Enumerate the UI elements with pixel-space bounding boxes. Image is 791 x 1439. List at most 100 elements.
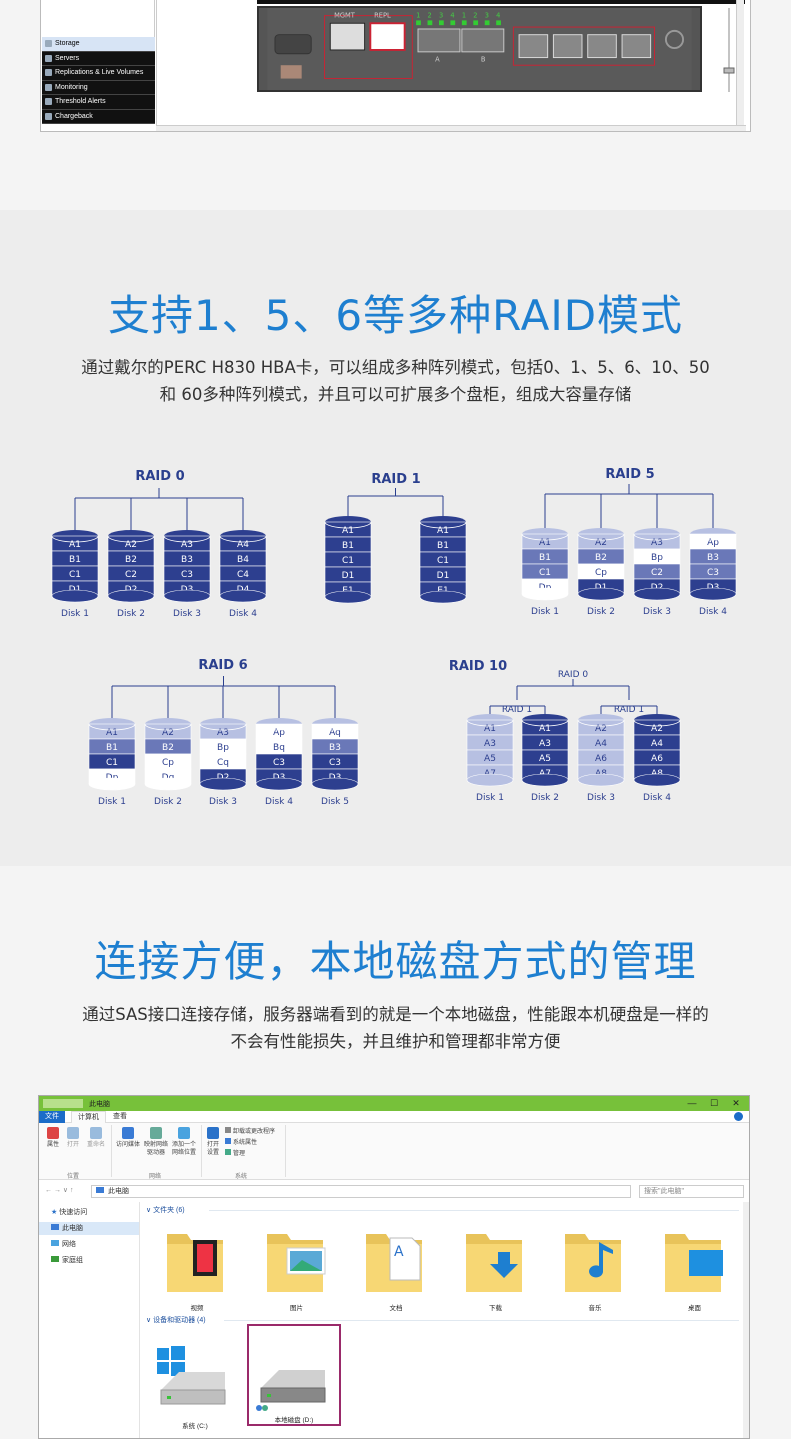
block-label: A3: [181, 540, 193, 550]
nav-item-storage[interactable]: Storage: [42, 37, 155, 52]
left-logo: [280, 65, 302, 79]
sidebar-item-this-pc[interactable]: 此电脑: [39, 1222, 139, 1235]
port-number: 3: [485, 12, 489, 20]
nav-item-chargeback[interactable]: Chargeback: [42, 109, 155, 124]
media-button[interactable]: 访问媒体: [115, 1127, 141, 1149]
map-drive-button[interactable]: 映射网络 驱动器: [143, 1127, 169, 1157]
sidebar-item-homegroup[interactable]: 家庭组: [39, 1254, 139, 1267]
content-scrollbar[interactable]: [743, 1202, 749, 1438]
replication-icon: [45, 69, 52, 77]
folder-film[interactable]: 视频: [157, 1220, 237, 1312]
folder-download[interactable]: 下载: [456, 1220, 536, 1312]
disk-label: Disk 3: [587, 793, 615, 803]
mgmt-port: [329, 22, 366, 51]
block-label: A1: [539, 538, 551, 548]
block-label: D1: [437, 571, 450, 581]
fc-port-3: [587, 34, 617, 59]
block-label: A2: [162, 728, 174, 738]
port-number: 1: [416, 12, 420, 20]
horizontal-scrollbar[interactable]: [156, 125, 746, 131]
rename-button[interactable]: 重命名: [85, 1127, 107, 1149]
raid0-title: RAID 0: [135, 469, 184, 484]
raid6-disk-bottom: [144, 777, 192, 791]
maximize-button[interactable]: ☐: [709, 1098, 719, 1108]
block-label: A2: [125, 540, 137, 550]
nav-item-threshold-alerts[interactable]: Threshold Alerts: [42, 95, 155, 110]
raid6-disk-rim: [144, 723, 192, 731]
zoom-slider[interactable]: [722, 8, 736, 92]
port-block: [324, 15, 413, 80]
block-label: A1: [484, 724, 496, 734]
help-icon[interactable]: [734, 1112, 743, 1121]
vertical-scrollbar[interactable]: [736, 0, 744, 125]
block-label: C1: [342, 556, 354, 566]
add-location-button[interactable]: 添加一个 网络位置: [171, 1127, 197, 1157]
drive-d[interactable]: 本地磁盘 (D:): [247, 1324, 341, 1426]
nav-arrows[interactable]: ← → ∨ ↑: [45, 1187, 74, 1194]
nav-item-replications-live-volumes[interactable]: Replications & Live Volumes: [42, 66, 155, 81]
quick-access-toolbar[interactable]: [43, 1099, 83, 1108]
block-label: A1: [437, 526, 449, 536]
block-label: A3: [651, 538, 663, 548]
folder-photo[interactable]: 图片: [257, 1220, 337, 1312]
sidebar-item-quick-access[interactable]: ★ 快速访问: [51, 1209, 88, 1216]
left-slot: [274, 34, 312, 55]
manage-link[interactable]: 管理: [225, 1149, 275, 1160]
explorer-titlebar: 此电脑 — ☐ ✕: [39, 1096, 749, 1111]
disk-label: Disk 3: [173, 609, 201, 619]
address-bar[interactable]: 此电脑: [91, 1185, 631, 1198]
raid10-title: RAID 10: [449, 659, 507, 674]
raid0-disk-rim: [51, 535, 99, 543]
port-a-label: A: [435, 55, 440, 63]
rename-icon: [90, 1127, 102, 1139]
drives-header[interactable]: ∨ 设备和驱动器 (4): [146, 1317, 206, 1324]
raid10-raid1-label: RAID 1: [502, 705, 532, 715]
nav-item-label: Servers: [55, 54, 80, 62]
raid5-disk-rim: [577, 533, 625, 541]
raid10-disk-bottom: [521, 773, 569, 787]
folder-music[interactable]: 音乐: [555, 1220, 635, 1312]
search-input[interactable]: 搜索"此电脑": [639, 1185, 744, 1198]
close-button[interactable]: ✕: [732, 1098, 740, 1108]
raid5-disk-bottom: [521, 587, 569, 601]
folder-desktop[interactable]: 桌面: [655, 1220, 735, 1312]
folder-doc[interactable]: A 文档: [356, 1220, 436, 1312]
block-label: B1: [69, 555, 81, 565]
disk-desc-2: 不会有性能损失，并且维护和管理都非常方便: [230, 1032, 561, 1051]
minimize-button[interactable]: —: [687, 1098, 697, 1108]
manage-icon: [225, 1149, 231, 1155]
port-number: 3: [439, 12, 443, 20]
nav-item-monitoring[interactable]: Monitoring: [42, 80, 155, 95]
sas-port-b: [461, 28, 505, 53]
block-label: Cp: [595, 568, 607, 578]
nav-item-label: Replications & Live Volumes: [55, 69, 144, 77]
window-title: 此电脑: [89, 1100, 110, 1108]
address-row: ← → ∨ ↑ 此电脑 搜索"此电脑": [39, 1182, 749, 1200]
folders-header[interactable]: ∨ 文件夹 (6): [146, 1207, 185, 1214]
block-label: D1: [342, 571, 355, 581]
raid5-disk-bottom: [577, 587, 625, 601]
properties-button[interactable]: 属性: [45, 1127, 61, 1149]
block-label: B1: [539, 553, 551, 563]
disk-label: Disk 2: [587, 607, 615, 617]
disk-label: Disk 4: [699, 607, 727, 617]
sidebar-item-network[interactable]: 网络: [39, 1238, 139, 1251]
tab-file[interactable]: 文件: [39, 1111, 65, 1123]
nav-item-servers[interactable]: Servers: [42, 51, 155, 66]
tab-view[interactable]: 查看: [113, 1113, 127, 1120]
block-label: A4: [595, 739, 607, 749]
drive-c[interactable]: 系统 (C:): [149, 1334, 241, 1434]
uninstall-link[interactable]: 卸载或更改程序: [225, 1127, 275, 1138]
folder-label: 视频: [190, 1305, 204, 1312]
block-label: B1: [437, 541, 449, 551]
block-label: A1: [106, 728, 118, 738]
tab-computer[interactable]: 计算机: [71, 1111, 106, 1123]
raid5-disk-bottom: [633, 587, 681, 601]
open-button[interactable]: 打开: [65, 1127, 81, 1149]
block-label: Ap: [273, 728, 285, 738]
system-properties-link[interactable]: 系统属性: [225, 1138, 275, 1149]
open-settings-button[interactable]: 打开 设置: [205, 1127, 221, 1157]
status-led: [473, 20, 479, 26]
sas-port-a: [417, 28, 461, 53]
